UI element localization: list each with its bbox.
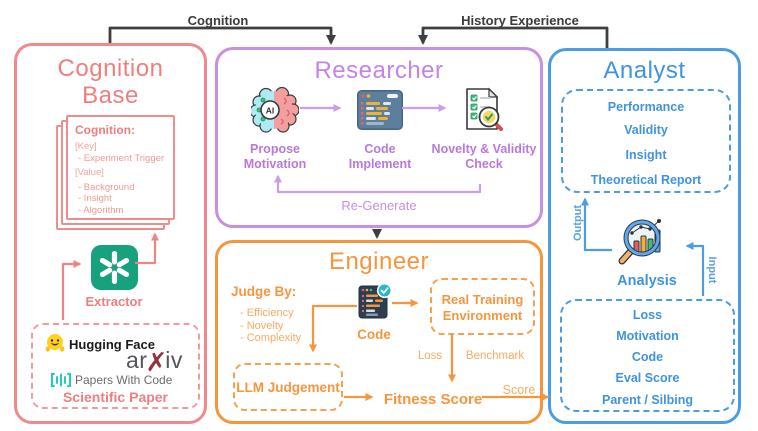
ai-brain-icon: AI	[251, 87, 299, 133]
scientific-paper-box: Hugging Face ar✗iv Papers With Code Scie…	[31, 323, 200, 409]
benchmark-edge-label: Benchmark	[465, 350, 525, 362]
arxiv-x: ✗	[145, 348, 168, 378]
card-value-header: [Value]	[75, 167, 104, 178]
step-propose-motivation: Propose Motivation	[243, 142, 307, 171]
real-training-environment-box: Real Training Environment	[430, 278, 535, 335]
input-edge-label: Input	[706, 256, 718, 284]
chatgpt-icon	[91, 245, 138, 290]
ai-badge-text: AI	[266, 106, 275, 116]
huggingface-label: Hugging Face	[69, 337, 155, 352]
engineer-title: Engineer	[328, 248, 430, 275]
theoretical-report-box: Performance Validity Insight Theoretical…	[561, 89, 731, 193]
panel-analyst: Analyst Performance Validity Insight The…	[548, 48, 741, 424]
analyst-title: Analyst	[603, 57, 686, 84]
analysis-magnifier-icon	[618, 219, 661, 265]
cognition-card: Cognition: [Key] - Experiment Trigger [V…	[66, 115, 175, 220]
step-code-implement: Code Implement	[348, 142, 412, 171]
fitness-score-label: Fitness Score	[383, 391, 483, 408]
code-label: Code	[357, 327, 391, 342]
judge-by-label: Judge By:	[231, 284, 297, 299]
papers-with-code-icon	[51, 373, 71, 387]
scientific-paper-label: Scientific Paper	[62, 389, 169, 405]
code-window-icon	[357, 90, 403, 130]
arxiv-pre: ar	[126, 347, 148, 373]
card-value-item: - Algorithm	[78, 204, 124, 216]
judge-by-items: - Efficiency - Novelty - Complexity	[240, 307, 302, 344]
llm-judgement-box: LLM Judgement	[233, 363, 343, 411]
score-edge-label: Score	[502, 383, 536, 397]
panel-engineer: Engineer Judge By: - Efficiency - Novelt…	[215, 240, 543, 424]
huggingface-icon	[45, 334, 65, 352]
loss-edge-label: Loss	[417, 350, 443, 362]
card-title: Cognition:	[75, 123, 135, 137]
researcher-title: Researcher	[314, 57, 444, 84]
cognition-base-title-1: Cognition	[57, 55, 164, 82]
candidate-state-box: Loss Motivation Code Eval Score Parent /…	[560, 299, 735, 412]
arxiv-logo: ar✗iv	[126, 347, 183, 378]
arxiv-post: iv	[165, 347, 183, 373]
history-experience-arrow-label: History Experience	[461, 13, 579, 28]
panel-cognition-base: Cognition Base Cognition: [Key] - Experi…	[14, 43, 207, 424]
card-value-item: - Insight	[78, 193, 112, 204]
cognition-arrow-label: Cognition	[187, 13, 249, 28]
panel-researcher: Researcher AI	[215, 47, 543, 228]
card-key-item: - Experiment Trigger	[78, 152, 165, 164]
regenerate-label: Re-Generate	[341, 198, 417, 213]
card-key-header: [Key]	[75, 141, 97, 152]
analysis-label: Analysis	[617, 273, 677, 289]
code-badge-icon	[358, 282, 392, 319]
output-edge-label: Output	[572, 204, 584, 241]
step-novelty-validity-check: Novelty & Validity Check	[431, 142, 537, 171]
papers-with-code-label: Papers With Code	[75, 373, 173, 387]
doc-check-icon	[466, 87, 503, 131]
extractor-label: Extractor	[85, 294, 143, 309]
cognition-base-title-2: Base	[82, 82, 139, 109]
card-value-item: - Background	[78, 181, 135, 193]
